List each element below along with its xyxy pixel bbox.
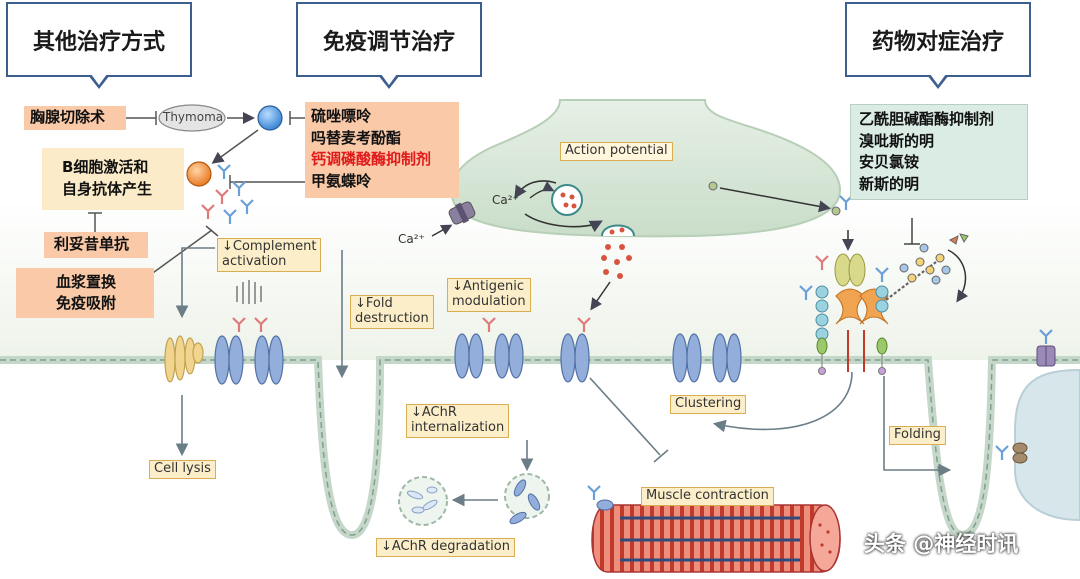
antigenic-line1: ↓Antigenic bbox=[452, 279, 524, 294]
bcell-activation-box: B细胞激活和 自身抗体产生 bbox=[42, 148, 184, 210]
rituximab-label: 利妥昔单抗 bbox=[54, 235, 130, 253]
bcell-line1: B细胞激活和 bbox=[62, 158, 149, 176]
watermark: 头条 @神经时讯 bbox=[864, 532, 1019, 556]
complement-line1: ↓Complement bbox=[222, 239, 317, 254]
callout-immune-label: 免疫调节治疗 bbox=[322, 29, 455, 55]
symptom-drug-1: 乙酰胆碱酯酶抑制剂 bbox=[859, 110, 995, 128]
callout-immune-therapy: 免疫调节治疗 bbox=[296, 2, 482, 89]
endosome bbox=[504, 473, 550, 519]
fold-line1: ↓Fold bbox=[355, 296, 393, 311]
complement-line2: activation bbox=[222, 253, 287, 269]
symptom-drug-2: 溴吡斯的明 bbox=[859, 131, 935, 150]
muscle-cell-body bbox=[1014, 368, 1080, 522]
calcium-channel bbox=[448, 201, 476, 225]
thymoma bbox=[158, 104, 226, 132]
callout-other-treatments: 其他治疗方式 bbox=[6, 2, 192, 89]
rituximab-box: 利妥昔单抗 bbox=[44, 232, 148, 258]
degradation-label: ↓AChR degradation bbox=[381, 539, 510, 554]
sodium-channel bbox=[1012, 345, 1056, 464]
callout-symptomatic-therapy: 药物对症治疗 bbox=[845, 2, 1031, 89]
nerve-terminal bbox=[450, 99, 842, 238]
folding-tag: Folding bbox=[889, 426, 946, 445]
plasma-line2: 免疫吸附 bbox=[56, 294, 117, 312]
thymectomy-box: 胸腺切除术 bbox=[24, 106, 126, 130]
antigenic-modulation-tag: ↓Antigenic modulation bbox=[447, 278, 531, 312]
acetylcholine-molecules bbox=[601, 244, 632, 279]
t-cell bbox=[257, 105, 283, 131]
complement-tag: ↓Complement activation bbox=[217, 238, 322, 272]
antibodies bbox=[201, 164, 1053, 500]
fold-line2: destruction bbox=[355, 310, 429, 326]
achr-receptors bbox=[214, 333, 742, 385]
immune-drug-box: 硫唑嘌呤 吗替麦考酚酯 钙调磷酸酶抑制剂 甲氨蝶呤 bbox=[305, 102, 459, 198]
plasma-exchange-box: 血浆置换 免疫吸附 bbox=[16, 268, 154, 318]
callout-other-label: 其他治疗方式 bbox=[32, 29, 165, 55]
degradation-tag: ↓AChR degradation bbox=[376, 538, 515, 557]
calcium-label: Ca²⁺ bbox=[492, 193, 519, 207]
lysosome bbox=[398, 476, 448, 526]
b-cell bbox=[186, 161, 212, 187]
action-potential-label: Action potential bbox=[565, 143, 668, 158]
acetylcholinesterase bbox=[885, 233, 969, 301]
cell-lysis-tag: Cell lysis bbox=[149, 460, 216, 479]
fold-destruction-tag: ↓Fold destruction bbox=[350, 295, 434, 329]
clustering-label: Clustering bbox=[675, 396, 742, 411]
musk-lrp4-complex bbox=[815, 230, 889, 375]
immune-drug-2: 吗替麦考酚酯 bbox=[311, 128, 402, 147]
clustering-tag: Clustering bbox=[670, 395, 747, 414]
bcell-line2: 自身抗体产生 bbox=[62, 180, 153, 198]
action-potential-tag: Action potential bbox=[560, 142, 673, 161]
immune-drug-1: 硫唑嘌呤 bbox=[311, 107, 372, 125]
muscle-contraction-label: Muscle contraction bbox=[646, 488, 769, 503]
muscle-fiber bbox=[591, 499, 841, 573]
symptom-drug-4: 新斯的明 bbox=[859, 174, 920, 193]
internal-line2: internalization bbox=[411, 419, 505, 435]
internalization-tag: ↓AChR internalization bbox=[406, 404, 510, 438]
symptom-drug-box: 乙酰胆碱酯酶抑制剂 溴吡斯的明 安贝氯铵 新斯的明 bbox=[850, 104, 1028, 200]
symptom-drug-3: 安贝氯铵 bbox=[859, 153, 920, 171]
immune-drug-4: 甲氨蝶呤 bbox=[311, 171, 372, 190]
plasma-line1: 血浆置换 bbox=[56, 273, 117, 291]
immune-drug-3: 钙调磷酸酶抑制剂 bbox=[311, 150, 432, 168]
folding-label: Folding bbox=[894, 427, 941, 442]
muscle-contraction-tag: Muscle contraction bbox=[641, 487, 774, 506]
mac-pore bbox=[164, 335, 204, 383]
cell-lysis-label: Cell lysis bbox=[154, 461, 211, 476]
calcium-out-label: Ca²⁺ bbox=[398, 232, 425, 246]
callout-symptom-label: 药物对症治疗 bbox=[871, 29, 1004, 55]
vesicle bbox=[551, 184, 583, 216]
thymectomy-label: 胸腺切除术 bbox=[30, 108, 106, 126]
internal-line1: ↓AChR bbox=[411, 405, 457, 420]
complement-complex bbox=[236, 280, 262, 304]
antigenic-line2: modulation bbox=[452, 293, 526, 309]
thymoma-label: Thymoma bbox=[163, 110, 224, 124]
